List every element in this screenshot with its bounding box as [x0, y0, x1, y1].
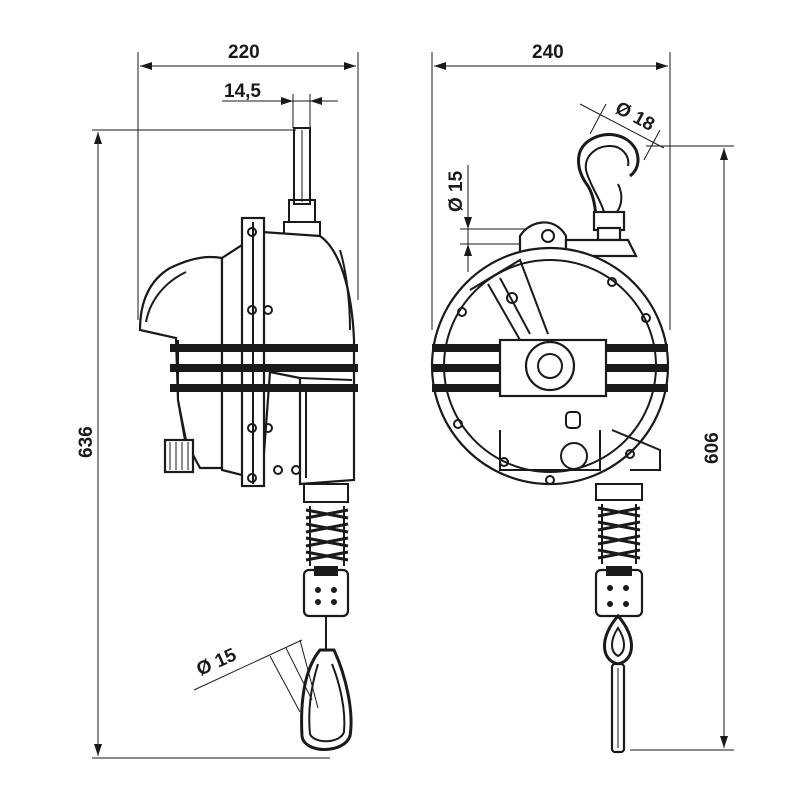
dim-right-height: 606 — [630, 145, 734, 751]
side-bands — [170, 344, 358, 392]
side-suspension-rod — [283, 127, 321, 237]
dim-left-hook-diameter-text: Ø 15 — [193, 644, 240, 680]
dim-left-height: 636 — [76, 129, 330, 759]
front-cable-stopper — [594, 566, 644, 618]
side-cable-stopper — [302, 566, 350, 650]
dim-right-width: 240 — [431, 42, 671, 330]
dim-right-width-text: 240 — [532, 42, 564, 63]
front-bands — [432, 338, 668, 398]
dim-right-hook-diameter-text: Ø 18 — [612, 98, 658, 136]
dim-left-hook-diameter: Ø 15 — [193, 639, 313, 713]
dim-left-offset: 14,5 — [222, 81, 338, 128]
side-rear-cover — [138, 255, 224, 474]
front-view: 240 Ø 18 Ø 15 606 — [430, 42, 734, 754]
dim-left-width: 220 — [137, 42, 359, 320]
front-spring — [595, 483, 643, 564]
dim-right-height-text: 606 — [702, 432, 723, 464]
side-view: 220 14,5 636 — [76, 42, 359, 759]
dim-left-offset-text: 14,5 — [224, 81, 261, 102]
front-swivel-hook — [577, 133, 640, 242]
front-cable-eye — [603, 613, 633, 754]
dim-right-eye-diameter: Ø 15 — [446, 165, 540, 272]
dim-right-eye-diameter-text: Ø 15 — [446, 170, 467, 212]
side-carabiner-hook — [299, 639, 353, 751]
dim-left-height-text: 636 — [76, 426, 97, 458]
side-spring — [303, 483, 349, 566]
dim-left-width-text: 220 — [228, 42, 260, 63]
